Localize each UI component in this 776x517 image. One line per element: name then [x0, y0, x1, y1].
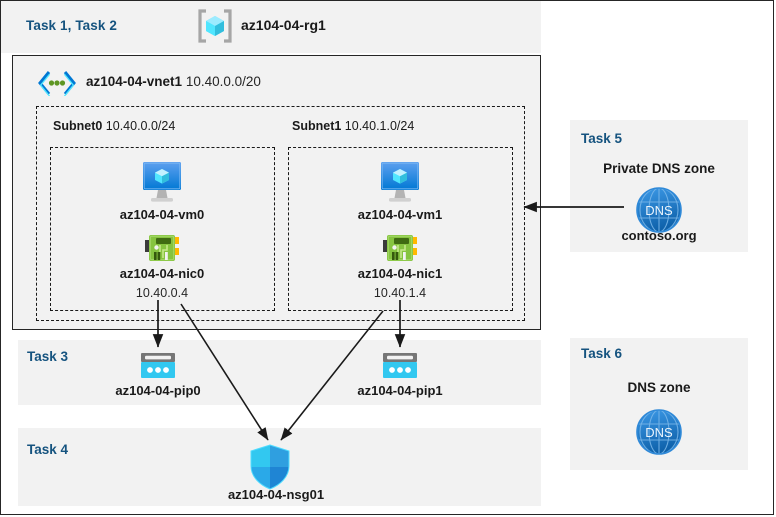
resource-group-name: az104-04-rg1	[241, 17, 326, 33]
nic1-ip-address: 10.40.1.4	[373, 286, 427, 300]
subnet1-name: Subnet1	[292, 119, 342, 133]
virtual-network-title: az104-04-vnet1 10.40.0.0/20	[86, 74, 261, 89]
network-security-group-icon	[247, 443, 293, 496]
vm0-label: az104-04-vm0	[119, 207, 205, 222]
vm1-label: az104-04-vm1	[357, 207, 443, 222]
subnet0-cidr: 10.40.0.0/24	[105, 119, 176, 133]
private-dns-zone-name: contoso.org	[621, 228, 697, 243]
task-label-1-2: Task 1, Task 2	[26, 18, 117, 33]
nic0-label: az104-04-nic0	[119, 266, 205, 281]
dns-zone-title: DNS zone	[627, 380, 691, 395]
network-interface-icon	[143, 232, 181, 269]
nic1-label: az104-04-nic1	[357, 266, 443, 281]
task-label-6: Task 6	[581, 346, 623, 361]
virtual-machine-icon	[135, 160, 189, 211]
resource-group-header-band	[1, 1, 541, 53]
task-label-4: Task 4	[27, 442, 69, 457]
public-ip-address-icon	[381, 351, 419, 386]
dns-zone-icon: DNS	[633, 406, 685, 463]
virtual-network-cidr: 10.40.0.0/20	[185, 74, 261, 89]
pip0-label: az104-04-pip0	[115, 383, 201, 398]
resource-group-icon	[196, 7, 234, 45]
subnet1-cidr: 10.40.1.0/24	[344, 119, 415, 133]
private-dns-zone-title: Private DNS zone	[603, 161, 715, 176]
pip1-label: az104-04-pip1	[357, 383, 443, 398]
svg-text:DNS: DNS	[645, 425, 673, 440]
task3-panel	[18, 340, 541, 405]
svg-text:DNS: DNS	[645, 203, 673, 218]
task-label-5: Task 5	[581, 131, 623, 146]
nic0-ip-address: 10.40.0.4	[135, 286, 189, 300]
virtual-network-icon	[37, 70, 77, 97]
public-ip-address-icon	[139, 351, 177, 386]
dns-zone-icon: DNS	[633, 184, 685, 241]
task-label-3: Task 3	[27, 349, 69, 364]
subnet0-resource-group-box	[50, 147, 275, 311]
virtual-network-box	[12, 55, 541, 330]
network-interface-icon	[381, 232, 419, 269]
subnet1-title: Subnet1 10.40.1.0/24	[292, 119, 414, 133]
nsg-label: az104-04-nsg01	[227, 487, 325, 502]
virtual-machine-icon	[373, 160, 427, 211]
subnet0-name: Subnet0	[53, 119, 103, 133]
virtual-network-name: az104-04-vnet1	[86, 74, 183, 89]
subnet0-title: Subnet0 10.40.0.0/24	[53, 119, 175, 133]
